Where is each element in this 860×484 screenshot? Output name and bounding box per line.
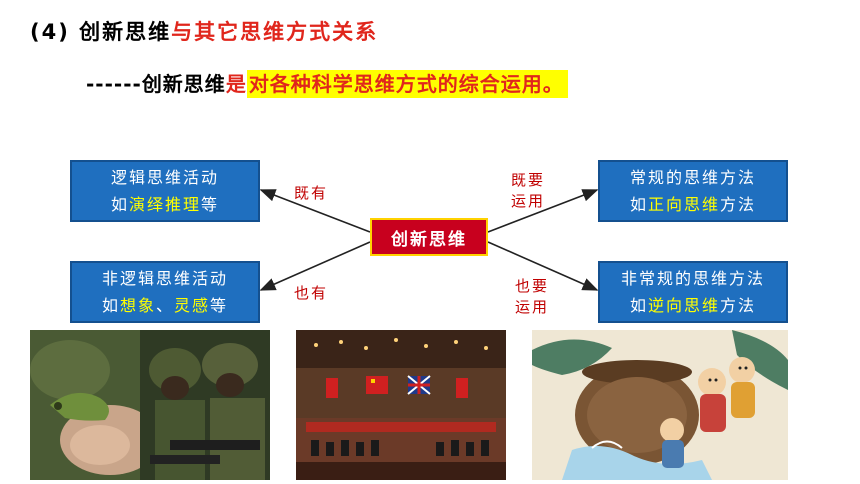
node-unconventional-line1: 非常规的思维方法 — [620, 269, 765, 288]
label-right-bottom: 也要 运用 — [515, 277, 550, 316]
subheading-verb: 是 — [225, 72, 247, 96]
node-unconventional-method: 非常规的思维方法 如逆向思维方法 — [598, 261, 788, 323]
label-left-bottom: 也有 — [294, 284, 329, 302]
photo-broken-vat-illustration — [532, 330, 788, 480]
node-non-logical-thinking: 非逻辑思维活动 如想象、灵感等 — [70, 261, 260, 323]
node-unconventional-line2: 如逆向思维方法 — [629, 296, 757, 315]
node-non-logical-line2: 如想象、灵感等 — [101, 296, 229, 315]
node-logical-line2: 如演绎推理等 — [110, 195, 220, 214]
label-right-top: 既要 运用 — [511, 171, 546, 210]
subheading-subject: 创新思维 — [141, 72, 226, 96]
node-non-logical-line1: 非逻辑思维活动 — [101, 269, 228, 288]
heading-emphasis: 与其它思维方式关系 — [171, 20, 379, 44]
photo-ceremony-hall — [296, 330, 506, 480]
node-conventional-line2: 如正向思维方法 — [629, 195, 757, 214]
heading-prefix: (4) 创新思维 — [30, 20, 172, 44]
photo-chameleon-soldiers — [30, 330, 270, 480]
arrow-right-top — [487, 189, 599, 233]
node-creative-thinking: 创新思维 — [370, 218, 488, 256]
slide-subheading: ------创新思维是对各种科学思维方式的综合运用。 — [86, 68, 568, 98]
node-logical-thinking: 逻辑思维活动 如演绎推理等 — [70, 160, 260, 222]
slide-heading: (4) 创新思维与其它思维方式关系 — [30, 16, 378, 46]
arrow-right-bottom — [487, 241, 599, 291]
subheading-dashes: ------ — [86, 72, 142, 96]
arrow-left-top — [259, 189, 371, 233]
node-conventional-method: 常规的思维方法 如正向思维方法 — [598, 160, 788, 222]
arrow-left-bottom — [259, 241, 371, 291]
node-conventional-line1: 常规的思维方法 — [629, 168, 756, 187]
label-left-top: 既有 — [294, 184, 329, 202]
node-logical-line1: 逻辑思维活动 — [110, 168, 219, 187]
subheading-highlight: 对各种科学思维方式的综合运用。 — [246, 70, 568, 98]
